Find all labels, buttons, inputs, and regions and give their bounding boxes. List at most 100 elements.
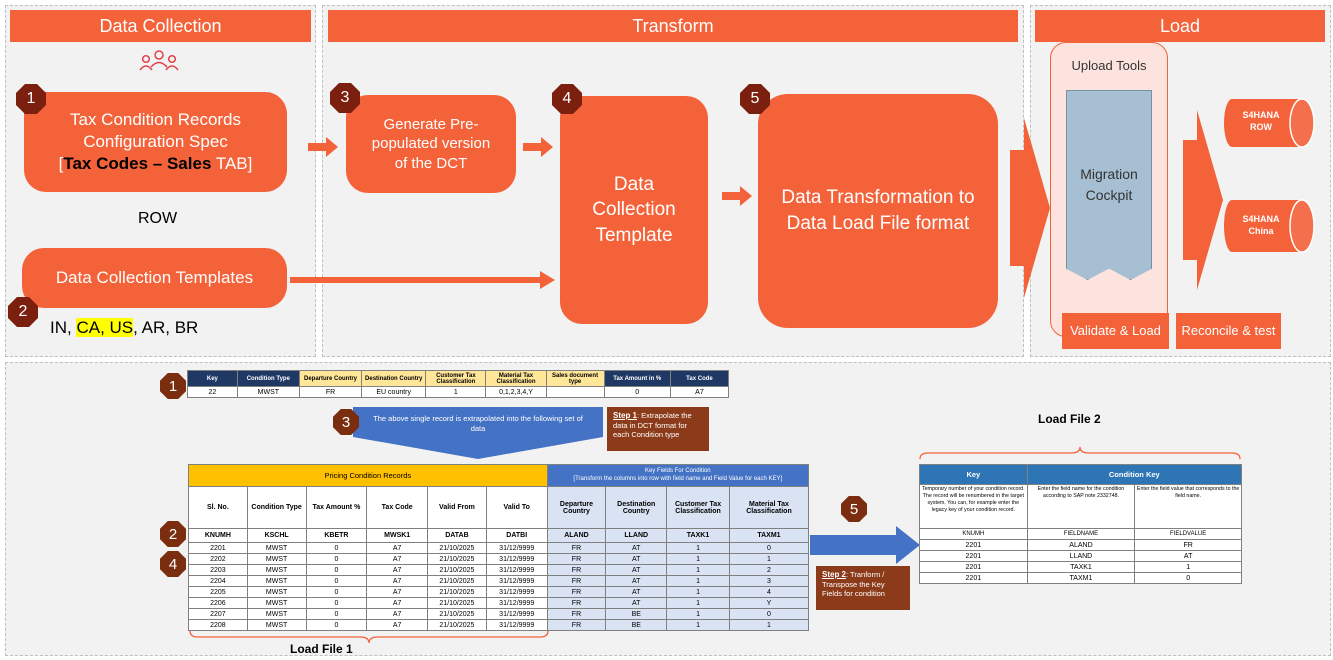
- generate-dct-box: Generate Pre-populated version of the DC…: [346, 95, 516, 193]
- table-cell: 31/12/9999: [485, 608, 548, 620]
- table-cell: 2206: [188, 597, 248, 609]
- arrow-2-to-4: [290, 271, 555, 289]
- load-header: Load: [1035, 10, 1325, 42]
- table-cell: FR: [546, 597, 607, 609]
- table-cell: 1: [728, 553, 810, 565]
- table-cell: 2201: [919, 561, 1028, 573]
- table-cell: 0: [305, 597, 368, 609]
- transpose-arrow: [810, 526, 920, 564]
- s4hana-row-db-icon: [1224, 98, 1315, 148]
- table-cell: 31/12/9999: [485, 564, 548, 576]
- lf2-key-header: Key: [919, 464, 1028, 485]
- th-dep: Departure Country: [298, 370, 363, 387]
- table-cell: 31/12/9999: [485, 542, 548, 554]
- table-cell: MWST: [246, 608, 307, 620]
- s1-line3: [Tax Codes – Sales TAB]: [58, 154, 253, 174]
- th-amt: Tax Amount in %: [603, 370, 671, 387]
- table-cell: 21/10/2025: [427, 553, 487, 565]
- pricing-condition-table: Pricing Condition Records Key Fields For…: [188, 464, 810, 631]
- lf2-desc: Enter the field name for the condition a…: [1026, 484, 1136, 529]
- td: EU country: [361, 386, 427, 398]
- table-cell: 2201: [919, 550, 1028, 562]
- table-cell: TAXM1: [1026, 572, 1136, 584]
- users-icon: [139, 50, 179, 71]
- table-cell: 3: [728, 575, 810, 587]
- table-cell: 0: [305, 619, 368, 631]
- table-cell: FR: [1134, 539, 1242, 551]
- step2-note: Step 2: Tranform / Transpose the Key Fie…: [816, 566, 910, 610]
- load-file-2-brace: [919, 446, 1241, 460]
- col-header: Tax Amount %: [305, 486, 368, 529]
- table-cell: 4: [728, 586, 810, 598]
- col-header: Material Tax Classification: [728, 486, 810, 529]
- s4hana-row-label: S4HANA ROW: [1242, 110, 1280, 132]
- load-file-2-label: Load File 2: [1038, 412, 1101, 426]
- table-cell: 2201: [919, 572, 1028, 584]
- table-cell: AT: [605, 575, 668, 587]
- load-file-1-brace: [189, 630, 549, 644]
- table-cell: MWST: [246, 619, 307, 631]
- table-cell: 2207: [188, 608, 248, 620]
- table-cell: FR: [546, 564, 607, 576]
- table-cell: AT: [605, 564, 668, 576]
- upload-tools-label: Upload Tools: [1071, 58, 1147, 73]
- table-cell: FR: [546, 619, 607, 631]
- table-cell: FR: [546, 608, 607, 620]
- table-cell: 21/10/2025: [427, 575, 487, 587]
- table-cell: 1: [666, 575, 730, 587]
- arrow-4-to-5: [722, 186, 752, 206]
- table-cell: AT: [605, 597, 668, 609]
- table-cell: 21/10/2025: [427, 564, 487, 576]
- transform-header: Transform: [328, 10, 1018, 42]
- th-key: Key: [187, 370, 238, 387]
- table-cell: FR: [546, 586, 607, 598]
- td: MWST: [236, 386, 300, 398]
- table-cell: 31/12/9999: [485, 586, 548, 598]
- pricing-header-row: Sl. No. Condition Type Tax Amount % Tax …: [188, 486, 810, 529]
- table-cell: AT: [605, 542, 668, 554]
- table-cell: 21/10/2025: [427, 597, 487, 609]
- table-cell: BE: [605, 608, 668, 620]
- table-cell: 0: [305, 542, 368, 554]
- extrapolate-callout-text: The above single record is extrapolated …: [373, 414, 583, 433]
- tech-name: DATBI: [485, 528, 548, 543]
- table-cell: AT: [605, 586, 668, 598]
- table-cell: 2208: [188, 619, 248, 631]
- lf2-condkey-header: Condition Key: [1026, 464, 1243, 485]
- td: FR: [298, 386, 363, 398]
- s1-line1: Tax Condition Records: [69, 109, 242, 129]
- table-cell: 2202: [188, 553, 248, 565]
- table-cell: TAXK1: [1026, 561, 1136, 573]
- table-cell: BE: [605, 619, 668, 631]
- data-collection-template-box: Data Collection Template: [560, 96, 708, 324]
- col-header: Condition Type: [246, 486, 307, 529]
- table-cell: A7: [366, 553, 429, 565]
- table-cell: 31/12/9999: [485, 553, 548, 565]
- table-cell: 31/12/9999: [485, 619, 548, 631]
- table-cell: 2203: [188, 564, 248, 576]
- table-cell: 0: [728, 608, 810, 620]
- arrow-upload-to-db: [1183, 110, 1223, 290]
- table-cell: 1: [666, 586, 730, 598]
- detail-badge-2: 2: [160, 521, 186, 547]
- table-cell: 0: [305, 586, 368, 598]
- lf2-tech: KNUMH: [919, 528, 1028, 540]
- reconcile-test-box: Reconcile & test: [1176, 313, 1281, 349]
- th-sales: Sales document type: [545, 370, 605, 387]
- table-cell: MWST: [246, 553, 307, 565]
- step-2-badge: 2: [8, 297, 38, 327]
- table-cell: 21/10/2025: [427, 586, 487, 598]
- validate-load-box: Validate & Load: [1062, 313, 1169, 349]
- td: 22: [187, 386, 238, 398]
- table-cell: 0: [305, 553, 368, 565]
- th-mat: Material Tax Classification: [485, 370, 547, 387]
- table-cell: 1: [666, 542, 730, 554]
- table-cell: Y: [728, 597, 810, 609]
- tech-name: KBETR: [305, 528, 368, 543]
- table-cell: A7: [366, 542, 429, 554]
- countries-label: IN, CA, US, AR, BR: [50, 318, 199, 337]
